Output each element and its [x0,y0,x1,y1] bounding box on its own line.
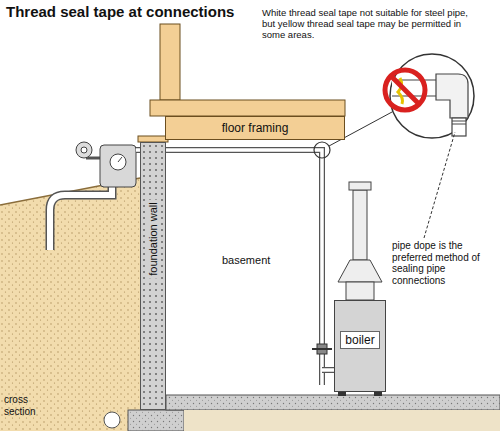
thread-line [452,124,466,125]
flue-base [346,282,374,300]
note-text: White thread seal tape not suitable for … [262,8,468,41]
thread-line [452,121,466,122]
floor-slab [166,395,500,410]
flue-pipe [353,190,367,260]
leader-line [424,132,455,238]
detail-elbow [436,74,468,118]
section-label: cross section [4,394,50,417]
flue-collar [349,182,371,190]
draft-hood [338,260,382,282]
footing [128,410,184,431]
title: Thread seal tape at connections [6,3,234,20]
slab-texture [166,395,500,410]
wall-stud [160,24,180,100]
drain-tile [104,412,120,428]
regulator-cap [81,147,87,153]
service-pipe-fill [50,186,112,250]
boiler-foot [374,392,382,396]
service-pipe [50,186,112,250]
meter-needle [118,157,122,162]
callout-text: pipe dope is the preferred method of sea… [392,240,496,286]
meter-dial [110,154,126,170]
boiler-foot [338,392,346,396]
gas-meter [100,145,136,187]
subfloor [150,100,345,116]
detail-threaded-pipe [452,118,466,136]
boiler-connector [322,367,334,373]
node-text: foundation wall [147,199,159,278]
soil-texture [0,178,140,431]
boiler-connector-fill [322,368,334,372]
prohibition-sign [385,70,425,110]
node-text: floor framing [222,121,289,135]
regulator [76,142,92,158]
foundation-wall-band: foundation wall [140,142,166,410]
boiler-box: boiler [334,300,386,392]
room-label: basement [222,254,302,267]
soil [0,178,140,431]
detail-marker [314,142,330,158]
footing-texture [128,410,184,431]
node-text: boiler [340,331,379,349]
valve-handle [312,348,332,350]
gravel [184,410,500,431]
prohibition-slash [391,76,419,104]
detail-circle [390,54,474,138]
floor-framing-band: floor framing [165,116,345,140]
